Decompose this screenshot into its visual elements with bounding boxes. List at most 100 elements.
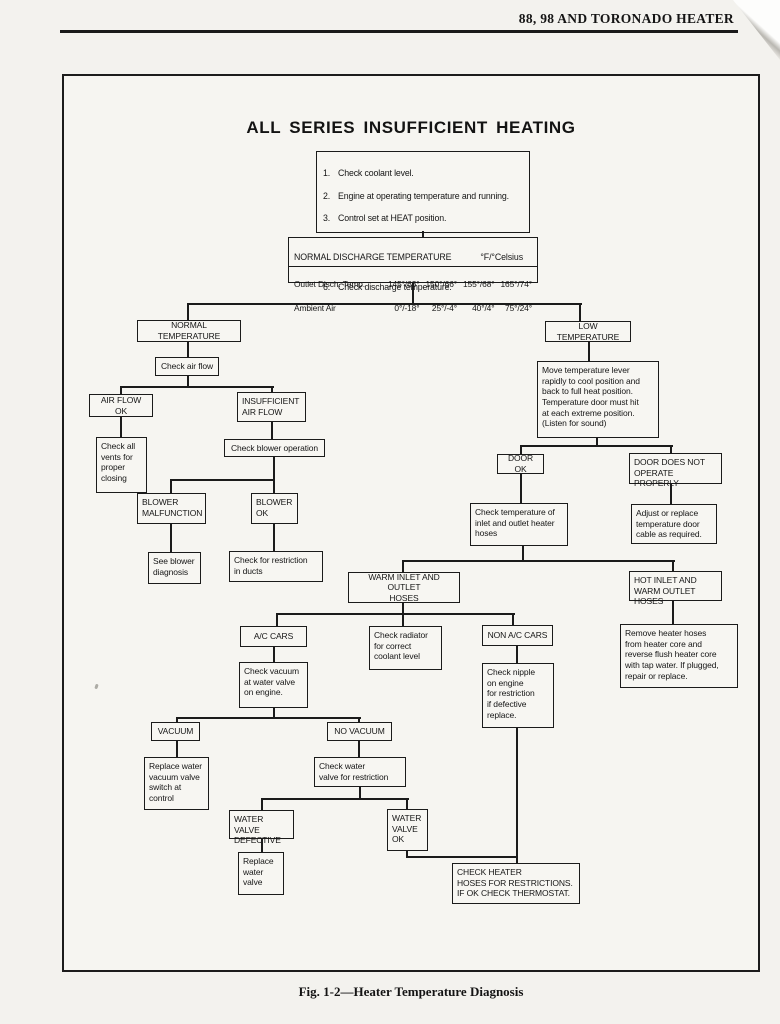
node-check-vents: Check all vents for proper closing bbox=[96, 437, 147, 493]
node-blower-ok: BLOWER OK bbox=[251, 493, 298, 524]
node-check-hose-temp: Check temperature of inlet and outlet he… bbox=[470, 503, 568, 546]
node-replace-vacuum-switch: Replace water vacuum valve switch at con… bbox=[144, 757, 209, 810]
connector-line bbox=[359, 787, 361, 799]
node-move-lever: Move temperature lever rapidly to cool p… bbox=[537, 361, 659, 438]
row-value: 150°/66° bbox=[425, 279, 457, 290]
connector-line bbox=[512, 613, 514, 626]
connector-line bbox=[271, 422, 273, 440]
step-item: 6.Check discharge temperature. bbox=[323, 281, 523, 293]
connector-line bbox=[516, 728, 518, 864]
connector-line bbox=[187, 303, 189, 321]
node-replace-water-valve: Replace water valve bbox=[238, 852, 284, 895]
connector-line bbox=[120, 386, 122, 395]
temp-table-unit: °F/°Celsius bbox=[480, 251, 523, 262]
node-no-vacuum: NO VACUUM bbox=[327, 722, 392, 741]
connector-line bbox=[176, 717, 361, 719]
row-value: 40°/4° bbox=[472, 302, 495, 313]
connector-line bbox=[406, 798, 408, 810]
connector-line bbox=[670, 445, 672, 454]
node-check-blower-operation: Check blower operation bbox=[224, 439, 325, 457]
connector-line bbox=[261, 798, 409, 800]
node-remove-hoses: Remove heater hoses from heater core and… bbox=[620, 624, 738, 688]
connector-line bbox=[402, 613, 404, 627]
connector-line bbox=[276, 613, 278, 627]
connector-line bbox=[176, 717, 178, 723]
node-door-ok: DOOR OK bbox=[497, 453, 544, 474]
connector-line bbox=[402, 603, 404, 614]
connector-line bbox=[406, 856, 518, 858]
connector-line bbox=[170, 524, 172, 553]
connector-line bbox=[412, 283, 414, 304]
node-vacuum: VACUUM bbox=[151, 722, 200, 741]
node-see-blower-diagnosis: See blower diagnosis bbox=[148, 552, 201, 584]
step-text: Control set at HEAT position. bbox=[338, 213, 447, 224]
step-number: 6. bbox=[323, 282, 331, 293]
node-air-flow-ok: AIR FLOW OK bbox=[89, 394, 153, 417]
step-item: 2. Engine at operating temperature and ru… bbox=[323, 190, 523, 202]
header-rule bbox=[60, 30, 738, 33]
diagram-title: ALL SERIES INSUFFICIENT HEATING bbox=[246, 118, 576, 137]
connector-line bbox=[516, 646, 518, 664]
connector-line bbox=[402, 560, 675, 562]
row-value: 145°/63° bbox=[387, 279, 420, 290]
node-check-radiator: Check radiator for correct coolant level bbox=[369, 626, 442, 670]
step-item: 1.Check coolant level. bbox=[323, 167, 523, 179]
row-label: Ambient Air bbox=[294, 302, 336, 313]
connector-line bbox=[672, 601, 674, 625]
step-item: 3.Control set at HEAT position. bbox=[323, 212, 523, 224]
temp-table-row: Ambient Air 0°/-18° 25°/-4° 40°/4° 75°/2… bbox=[289, 301, 537, 314]
connector-line bbox=[187, 342, 189, 358]
node-check-water-valve: Check water valve for restriction bbox=[314, 757, 406, 787]
node-hot-hoses: HOT INLET AND WARM OUTLET HOSES bbox=[629, 571, 722, 606]
connector-line bbox=[520, 474, 522, 504]
connector-line bbox=[273, 524, 275, 552]
step-text: Check coolant level. bbox=[338, 167, 414, 178]
node-normal-temperature: NORMAL TEMPERATURE bbox=[137, 320, 241, 342]
connector-line bbox=[187, 376, 189, 387]
row-value: 75°/24° bbox=[505, 302, 532, 313]
temp-table-title: NORMAL DISCHARGE TEMPERATURE bbox=[294, 251, 452, 262]
connector-line bbox=[120, 417, 122, 438]
node-low-temperature: LOW TEMPERATURE bbox=[545, 321, 631, 342]
row-value: 25°/-4° bbox=[431, 302, 457, 313]
node-warm-hoses: WARM INLET AND OUTLET HOSES bbox=[348, 572, 460, 603]
row-value: 0°/-18° bbox=[394, 302, 420, 313]
connector-line bbox=[273, 479, 275, 494]
temp-table-row: Outlet Disch. Temp. 145°/63° 150°/66° 15… bbox=[289, 277, 537, 290]
connector-line bbox=[670, 484, 672, 505]
connector-line bbox=[273, 457, 275, 480]
connector-line bbox=[170, 479, 275, 481]
connector-line bbox=[273, 708, 275, 718]
connector-line bbox=[588, 342, 590, 362]
row-value: 165°/74° bbox=[500, 279, 532, 290]
connector-line bbox=[358, 717, 360, 723]
connector-line bbox=[271, 386, 273, 393]
node-blower-malfunction: BLOWER MALFUNCTION bbox=[137, 493, 206, 524]
step-number: 2. bbox=[323, 190, 331, 201]
node-check-air-flow: Check air flow bbox=[155, 357, 219, 376]
connector-line bbox=[358, 741, 360, 758]
connector-line bbox=[170, 479, 172, 494]
temp-table-header: NORMAL DISCHARGE TEMPERATURE °F/°Celsius bbox=[289, 249, 537, 267]
connector-line bbox=[176, 741, 178, 758]
node-water-valve-ok: WATER VALVE OK bbox=[387, 809, 428, 851]
step-text: Engine at operating temperature and runn… bbox=[338, 190, 509, 201]
row-label: Outlet Disch. Temp. bbox=[294, 279, 366, 290]
node-check-vacuum: Check vacuum at water valve on engine. bbox=[239, 662, 308, 708]
node-check-nipple: Check nipple on engine for restriction i… bbox=[482, 663, 554, 728]
node-water-valve-defective: WATER VALVE DEFECTIVE bbox=[229, 810, 294, 845]
discharge-temp-table: NORMAL DISCHARGE TEMPERATURE °F/°Celsius… bbox=[288, 237, 538, 313]
connector-line bbox=[596, 437, 598, 446]
connector-line bbox=[276, 613, 515, 615]
node-insufficient-air-flow: INSUFFICIENT AIR FLOW bbox=[237, 392, 306, 422]
connector-line bbox=[273, 647, 275, 663]
node-adjust-cable: Adjust or replace temperature door cable… bbox=[631, 504, 717, 544]
initial-checks-box: 1.Check coolant level. 2. Engine at opera… bbox=[316, 151, 530, 292]
connector-line bbox=[188, 303, 582, 305]
connector-line bbox=[406, 851, 408, 858]
row-value: 155°/68° bbox=[462, 279, 495, 290]
node-check-heater-hoses: CHECK HEATER HOSES FOR RESTRICTIONS. IF … bbox=[452, 863, 580, 904]
connector-line bbox=[522, 546, 524, 561]
node-non-ac-cars: NON A/C CARS bbox=[482, 625, 553, 646]
